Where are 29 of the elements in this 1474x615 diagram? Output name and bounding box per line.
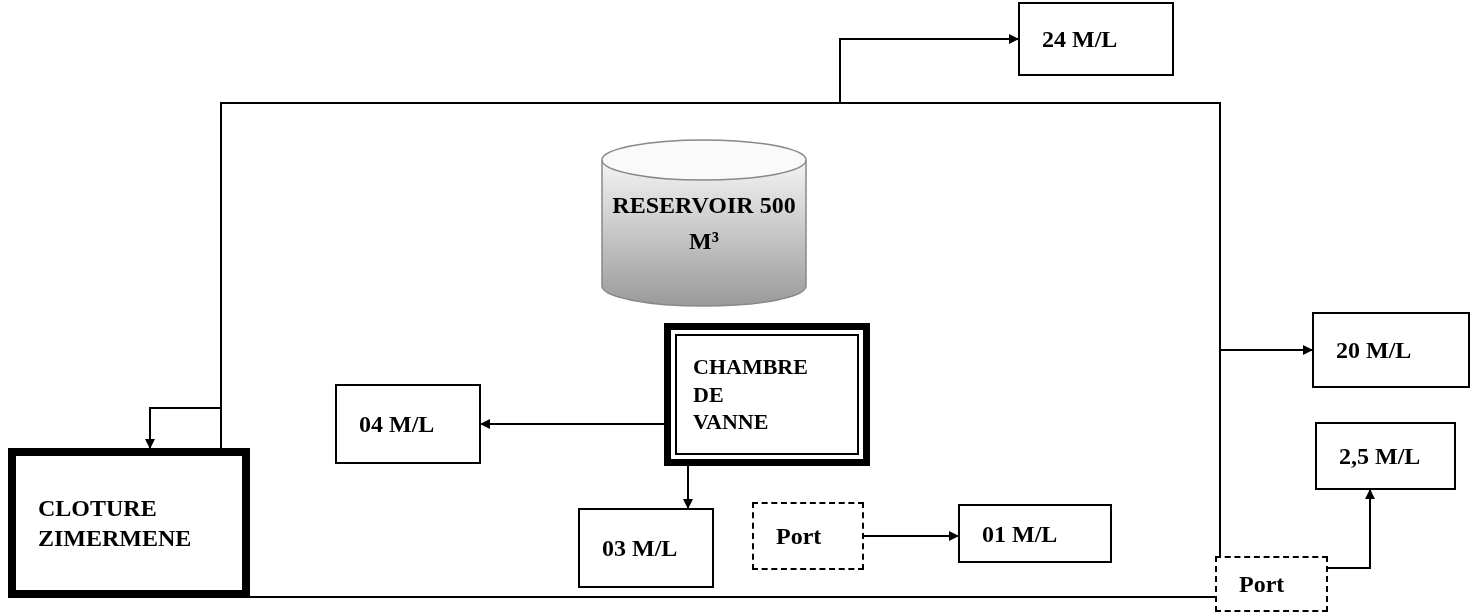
box-label: Port (776, 522, 823, 551)
arrow (480, 419, 665, 429)
port-box (752, 502, 864, 570)
valve-chamber-box (664, 323, 870, 466)
flow-box (1315, 422, 1456, 490)
port-box (1215, 556, 1328, 612)
reservoir-tank (600, 138, 808, 308)
box-label: 2,5 M/L (1339, 442, 1422, 471)
box-label: 01 M/L (982, 519, 1059, 549)
arrow (839, 34, 1019, 103)
arrow (683, 465, 693, 509)
flow-box (958, 504, 1112, 563)
box-label: Port (1239, 570, 1286, 599)
fence-box (8, 448, 250, 598)
box-label: 04 M/L (359, 410, 436, 439)
arrow (863, 531, 959, 541)
flow-box (578, 508, 714, 588)
flow-box (335, 384, 481, 464)
box-label: 03 M/L (602, 534, 679, 563)
box-label: CLOTURE ZIMERMENE (38, 494, 193, 553)
flow-box (1312, 312, 1470, 388)
arrow (145, 407, 221, 449)
arrow (1220, 345, 1313, 355)
site-boundary (220, 102, 1221, 598)
tank-label: RESERVOIR 500 M³ (611, 191, 797, 256)
box-label: 24 M/L (1042, 25, 1119, 54)
flow-box (1018, 2, 1174, 76)
box-label: 20 M/L (1336, 336, 1413, 365)
arrow (1327, 489, 1375, 569)
